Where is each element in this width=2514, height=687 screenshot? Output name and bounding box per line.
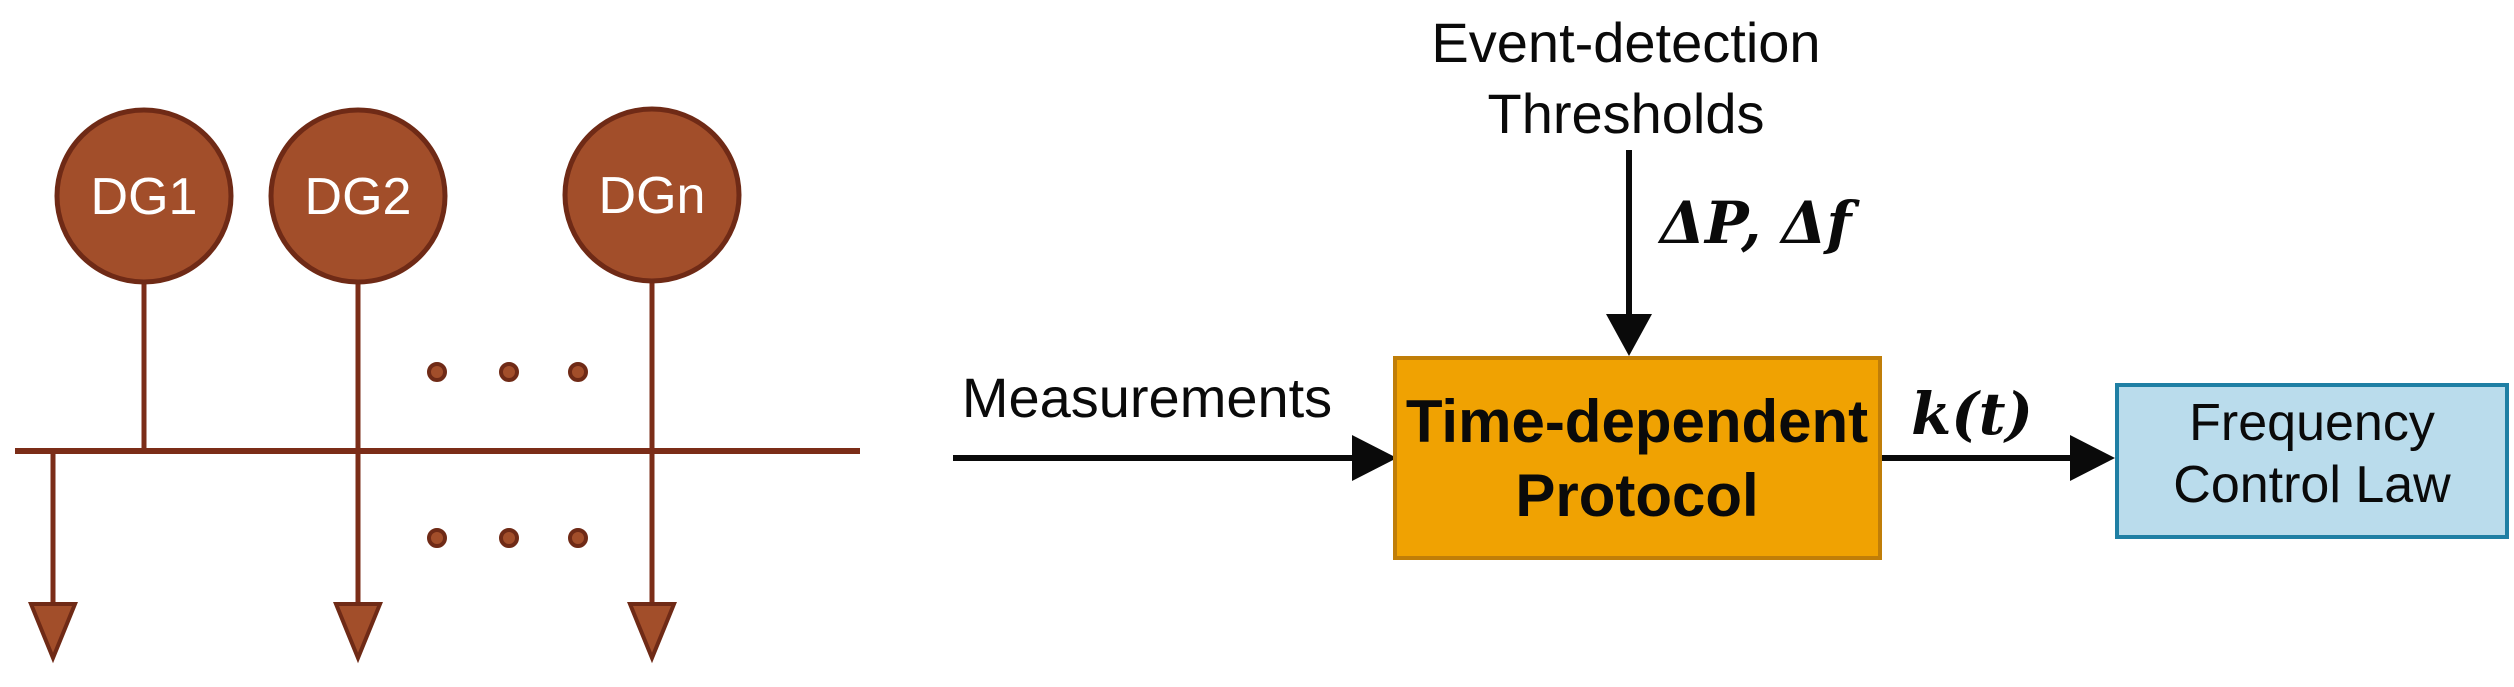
protocol-box-line1: Time-dependent: [1406, 388, 1868, 455]
dgn-label: DGn: [599, 167, 706, 225]
thresholds-label: Event-detection Thresholds: [1431, 11, 1820, 145]
load-arrow-n-arrowhead-icon: [627, 602, 677, 664]
dg1-circle: [54, 107, 234, 285]
protocol-block: Time-dependent Protocol: [1393, 356, 1882, 560]
thresholds-arrow: [1606, 150, 1652, 356]
gain-arrowhead-icon: [2070, 435, 2115, 481]
thresholds-signal-label: ΔP, Δf: [1657, 189, 1861, 257]
dg-unit-n: DGn: [562, 106, 742, 610]
measurements-arrowhead-icon: [1352, 435, 1397, 481]
load-arrow-n: [627, 602, 677, 664]
protocol-box-line2: Protocol: [1515, 462, 1758, 529]
control-law-box-line2: Control Law: [2173, 456, 2451, 514]
measurements-arrow: [953, 435, 1397, 481]
thresholds-label-line1: Event-detection: [1431, 11, 1820, 74]
measurements-label: Measurements: [962, 366, 1332, 429]
protocol-box: [1393, 356, 1882, 560]
dg2-label: DG2: [305, 168, 412, 226]
load-arrow-1: [28, 451, 78, 664]
dot-icon: [499, 528, 519, 548]
thresholds-label-line2: Thresholds: [1487, 82, 1764, 145]
ellipsis-dots-lower: [427, 528, 588, 548]
dgn-circle: [562, 106, 742, 284]
ellipsis-dots-upper: [427, 362, 588, 382]
gain-arrow: [1882, 435, 2115, 481]
load-arrow-1-arrowhead-icon: [28, 602, 78, 664]
control-law-block: Frequency Control Law: [2115, 383, 2509, 539]
control-law-box-line1: Frequency: [2189, 394, 2435, 452]
dg2-circle: [268, 107, 448, 285]
load-arrow-2: [333, 602, 383, 664]
dot-icon: [427, 362, 447, 382]
microgrid-schematic: DG1 DG2 DGn: [15, 106, 860, 664]
gain-signal-label: k(t): [1911, 380, 2033, 448]
dot-icon: [568, 528, 588, 548]
dg-unit-1: DG1: [54, 107, 234, 451]
control-law-box: [2115, 383, 2509, 539]
dg1-label: DG1: [91, 168, 198, 226]
dot-icon: [499, 362, 519, 382]
dot-icon: [568, 362, 588, 382]
load-arrow-2-arrowhead-icon: [333, 602, 383, 664]
thresholds-arrowhead-icon: [1606, 314, 1652, 356]
dg-unit-2: DG2: [268, 107, 448, 610]
control-block-diagram: Event-detection Thresholds ΔP, Δf Measur…: [953, 11, 2509, 560]
dot-icon: [427, 528, 447, 548]
